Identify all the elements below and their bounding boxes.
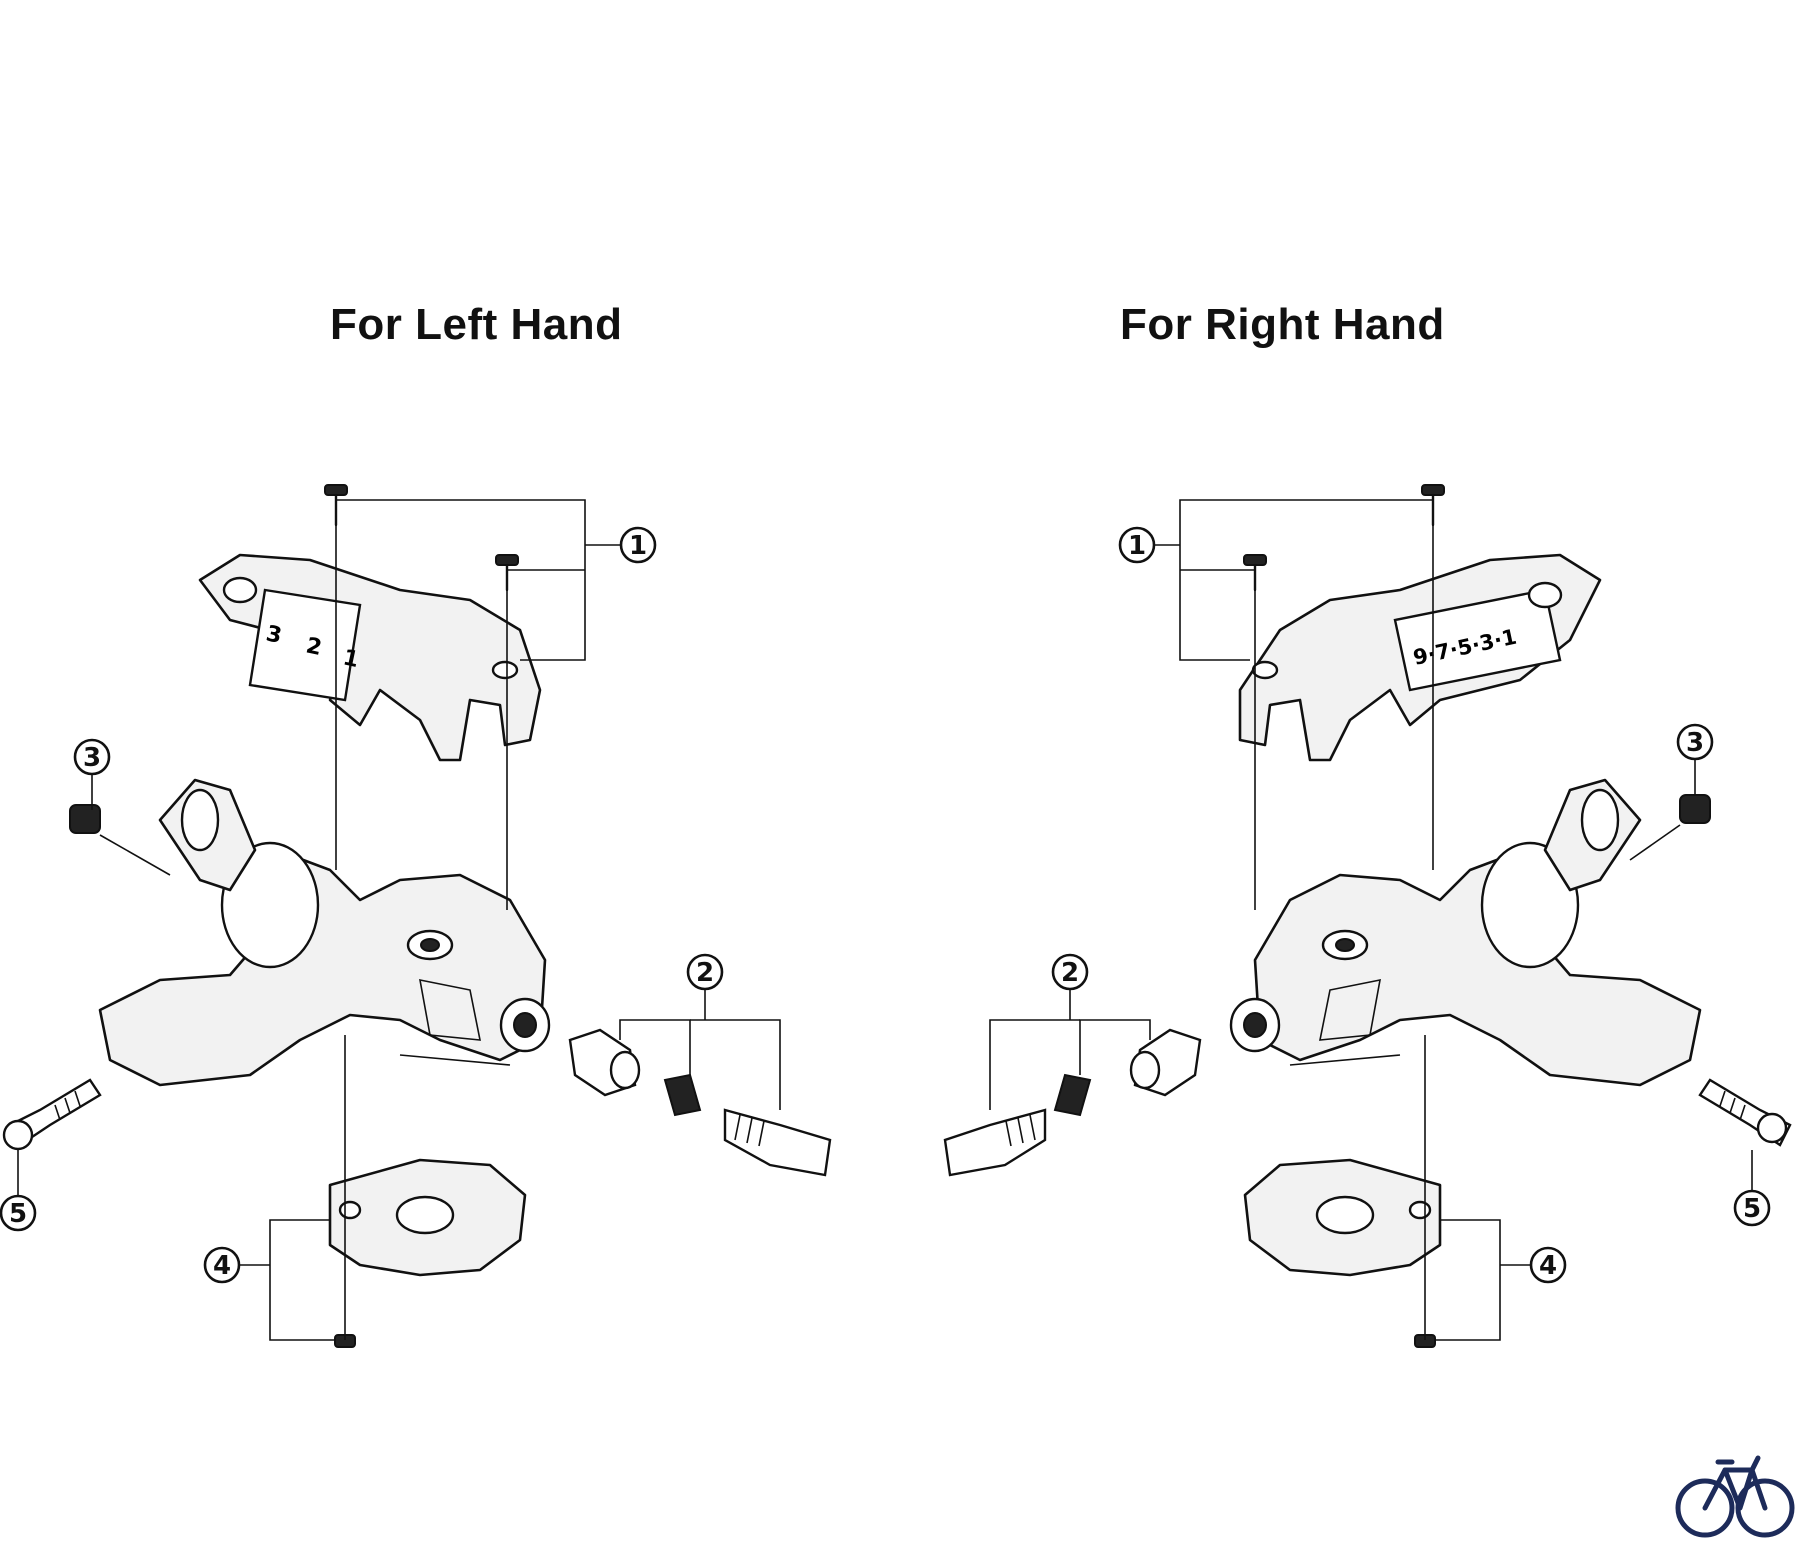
left-callout-3: 3 xyxy=(73,738,111,776)
right-cover-screw-b xyxy=(1243,554,1267,592)
right-callout-3: 3 xyxy=(1676,723,1714,761)
left-indicator-digit-1: 1 xyxy=(341,645,361,673)
left-hand-assembly: 3 2 1 xyxy=(2,484,832,1348)
title-left-hand: For Left Hand xyxy=(330,300,623,349)
svg-text:1: 1 xyxy=(1128,531,1146,561)
svg-text:3: 3 xyxy=(1686,728,1704,758)
right-top-cover: 9·7·5·3·1 xyxy=(1238,553,1602,762)
left-callout-2: 2 xyxy=(686,953,724,991)
left-indicator-digit-3: 3 xyxy=(264,621,284,649)
right-callout-4: 4 xyxy=(1529,1246,1567,1284)
bicycle-icon xyxy=(1675,1455,1795,1538)
left-callout-5: 5 xyxy=(0,1194,37,1232)
left-leader-lines xyxy=(17,499,781,1341)
left-top-cover: 3 2 1 xyxy=(198,553,542,762)
right-brand-logo-mark xyxy=(1527,581,1563,609)
right-callout-2: 2 xyxy=(1051,953,1089,991)
right-cover-screw-a xyxy=(1421,484,1445,527)
right-shifter-body xyxy=(1229,778,1702,1087)
svg-text:4: 4 xyxy=(1539,1251,1557,1281)
left-end-cap xyxy=(69,804,171,876)
right-callout-5: 5 xyxy=(1733,1189,1771,1227)
left-indicator-window xyxy=(248,588,362,702)
svg-text:4: 4 xyxy=(213,1251,231,1281)
left-callout-1: 1 xyxy=(619,526,657,564)
left-bottom-cover xyxy=(328,1158,527,1348)
svg-text:3: 3 xyxy=(83,743,101,773)
left-shifter-body xyxy=(98,778,551,1087)
right-end-cap xyxy=(1629,794,1711,861)
right-leader-lines xyxy=(989,499,1753,1341)
left-clamp-bolt xyxy=(2,1078,102,1151)
right-indicator-window xyxy=(1393,588,1562,692)
right-handlebar-clamp-ring xyxy=(1480,841,1580,969)
left-callout-4: 4 xyxy=(203,1246,241,1284)
left-handlebar-clamp-ring xyxy=(220,841,320,969)
right-cable-adjuster-parts xyxy=(943,1028,1202,1177)
svg-text:2: 2 xyxy=(696,958,714,988)
right-clamp-bolt xyxy=(1698,1078,1792,1147)
left-indicator-digit-2: 2 xyxy=(304,633,324,661)
left-cover-screw-b xyxy=(495,554,519,592)
left-brand-logo-mark xyxy=(222,576,258,604)
svg-text:5: 5 xyxy=(1743,1194,1761,1224)
title-right-hand: For Right Hand xyxy=(1120,300,1445,349)
svg-text:2: 2 xyxy=(1061,958,1079,988)
right-callout-1: 1 xyxy=(1118,526,1156,564)
svg-text:1: 1 xyxy=(629,531,647,561)
left-cable-adjuster-parts xyxy=(568,1028,832,1177)
svg-text:5: 5 xyxy=(9,1199,27,1229)
left-cover-screw-a xyxy=(324,484,348,527)
right-bottom-cover xyxy=(1243,1158,1442,1348)
right-hand-assembly: 9·7·5·3·1 xyxy=(943,484,1792,1348)
